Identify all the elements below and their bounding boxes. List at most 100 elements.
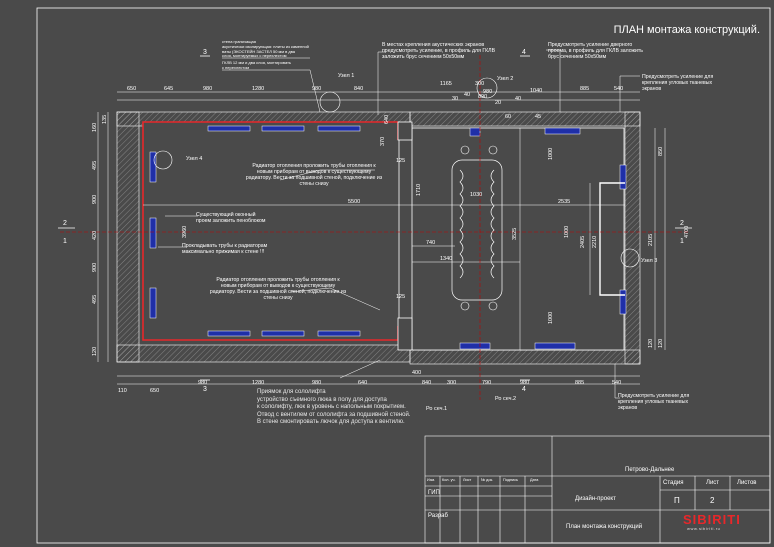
dim-bot-5: 640 [358, 380, 367, 386]
tb-gip: ГИП [428, 490, 440, 496]
dim-left-2: 495 [92, 161, 98, 170]
callout-door: Предусмотреть усиление дверного проема, … [548, 42, 643, 60]
dim-left-7: 120 [92, 347, 98, 356]
dim-bot-9: 885 [575, 380, 584, 386]
room-right-interior [411, 127, 625, 351]
acoustic-panels [149, 125, 627, 350]
callout-pipes: Прокладывать трубы к радиаторам максимал… [182, 243, 268, 255]
bottom-note-line-2: устройство съемного люка в полу для дост… [257, 396, 387, 403]
outer-walls [116, 111, 641, 365]
dim-inner-3: 1030 [470, 192, 482, 198]
node-circles [153, 77, 640, 311]
legend-box [222, 57, 321, 113]
dim-top-small-5: 60 [505, 114, 511, 120]
dim-top-0: 650 [127, 86, 136, 92]
bottom-note-line-4: Отвод с вентилем от сололифта за подшивн… [257, 411, 411, 418]
tb-col-2: Лист [463, 478, 472, 482]
bottom-dimensions: 110 650 980 1280 980 640 300 790 980 885… [118, 370, 621, 394]
dim-bot-1: 650 [150, 388, 159, 394]
mark-2-right: 2 [680, 220, 684, 227]
dim-top-10: 540 [614, 86, 623, 92]
dim-bot-6: 300 [447, 380, 456, 386]
dim-bot-7: 790 [482, 380, 491, 386]
dim-right-2: 2210 [592, 236, 598, 248]
tb-col-sheet: Лист [706, 480, 720, 486]
dim-inner-1: 2535 [558, 199, 570, 205]
node-4-label: Узел 4 [186, 156, 202, 162]
dim-bot-10: 540 [612, 380, 621, 386]
dim-top-small-4: 20 [495, 100, 501, 106]
mark-2-left: 2 [63, 220, 67, 227]
dim-top-small-0: 30 [452, 96, 458, 102]
dim-bot-3: 1280 [252, 380, 264, 386]
dim-inner-5: 1340 [440, 256, 452, 262]
mark-4-bottom: 4 [522, 386, 526, 393]
dim-left-0: 160 [92, 123, 98, 132]
section-mark-numbers: 2 1 2 1 3 4 3 4 [63, 49, 684, 393]
dim-top-2: 980 [203, 86, 212, 92]
bottom-note: Приямок для сололифта устройство съемног… [257, 389, 457, 427]
dim-left-4: 420 [92, 231, 98, 240]
dim-top-small-2: 890 [478, 94, 487, 100]
dim-top-3: 1280 [252, 86, 264, 92]
tb-sheet-name: План монтажа конструкций [566, 524, 643, 530]
tb-stage-label: Дизайн-проект [575, 496, 616, 502]
dim-top-small-6: 40 [515, 96, 521, 102]
dim-top-9: 885 [580, 86, 589, 92]
dim-top-small-1: 40 [464, 92, 470, 98]
dim-inner-13: 370 [380, 137, 386, 146]
legend-line-5: с перехлестом [222, 64, 250, 70]
node-3-label: Узел 3 [641, 258, 657, 264]
dim-inner-12: 125 [396, 294, 405, 300]
dim-bot-8: 980 [520, 380, 529, 386]
dim-bot-small-0: 400 [412, 370, 421, 376]
tb-sheet: 2 [710, 496, 715, 505]
tb-project: Петрово-Дальнее [625, 467, 675, 473]
page-title: ПЛАН монтажа конструкций. [613, 24, 760, 36]
dim-left-5: 900 [92, 263, 98, 272]
screen-frame [599, 182, 625, 296]
dimension-lines [97, 91, 666, 385]
dim-inner-4: 740 [426, 240, 435, 246]
dim-inner-15: 4700 [684, 226, 690, 238]
dim-top-5: 840 [354, 86, 363, 92]
dim-inner-6: 3525 [512, 228, 518, 240]
room-left-interior [142, 121, 400, 341]
sheet-frame [36, 7, 771, 544]
dim-bot-0: 110 [118, 388, 127, 394]
dim-top-7: 300 [475, 81, 484, 87]
tb-col-sheets: Листов [737, 480, 757, 486]
left-dimensions: 160 135 495 900 420 900 495 120 [92, 115, 108, 356]
dim-inner-14: 1000 [564, 226, 570, 238]
section-1-label: Ро сеч.1 [426, 406, 447, 412]
mark-4-top: 4 [522, 49, 526, 56]
tb-col-4: Подпись [503, 478, 519, 482]
tb-col-stage: Стадия [663, 480, 684, 486]
dim-top-small-3: 980 [483, 89, 492, 95]
callout-reinforce-top: Предусмотреть усиление для крепления угл… [642, 74, 714, 92]
tb-col-5: Дата [530, 478, 539, 482]
legend-line-2: акустически изолирующая: плиты из каменн… [222, 43, 309, 54]
bottom-note-line-5: В стене смонтировать лючок для доступа к… [257, 419, 405, 426]
dim-inner-10: 640 [384, 115, 390, 124]
tb-developer: Разраб [428, 513, 448, 519]
dim-inner-11: 125 [396, 158, 405, 164]
node-2-label: Узел 2 [497, 76, 513, 82]
tb-col-0: Изм. [427, 478, 436, 482]
dim-left-6: 495 [92, 295, 98, 304]
callout-window: Существующий оконный проем заложить пено… [196, 212, 266, 224]
node-labels: Узел 1 Узел 2 Узел 3 Узел 4 Ро сеч.1 Ро … [186, 73, 657, 412]
dim-top-6: 1165 [440, 81, 452, 87]
tb-col-1: Кол. уч. [442, 478, 456, 482]
dim-bot-4: 980 [312, 380, 321, 386]
tb-col-3: № док. [481, 478, 494, 482]
dim-top-small-7: 45 [535, 114, 541, 120]
mark-1-left: 1 [63, 238, 67, 245]
dim-inner-2: 1710 [416, 184, 422, 196]
inner-dimensions: 5500 2535 1710 1030 740 1340 3525 3960 1… [182, 115, 690, 324]
dim-inner-7: 3960 [182, 226, 188, 238]
mark-3-bottom: 3 [203, 386, 207, 393]
dim-top-8: 1040 [530, 88, 542, 94]
dim-right-3: 2105 [648, 234, 654, 246]
